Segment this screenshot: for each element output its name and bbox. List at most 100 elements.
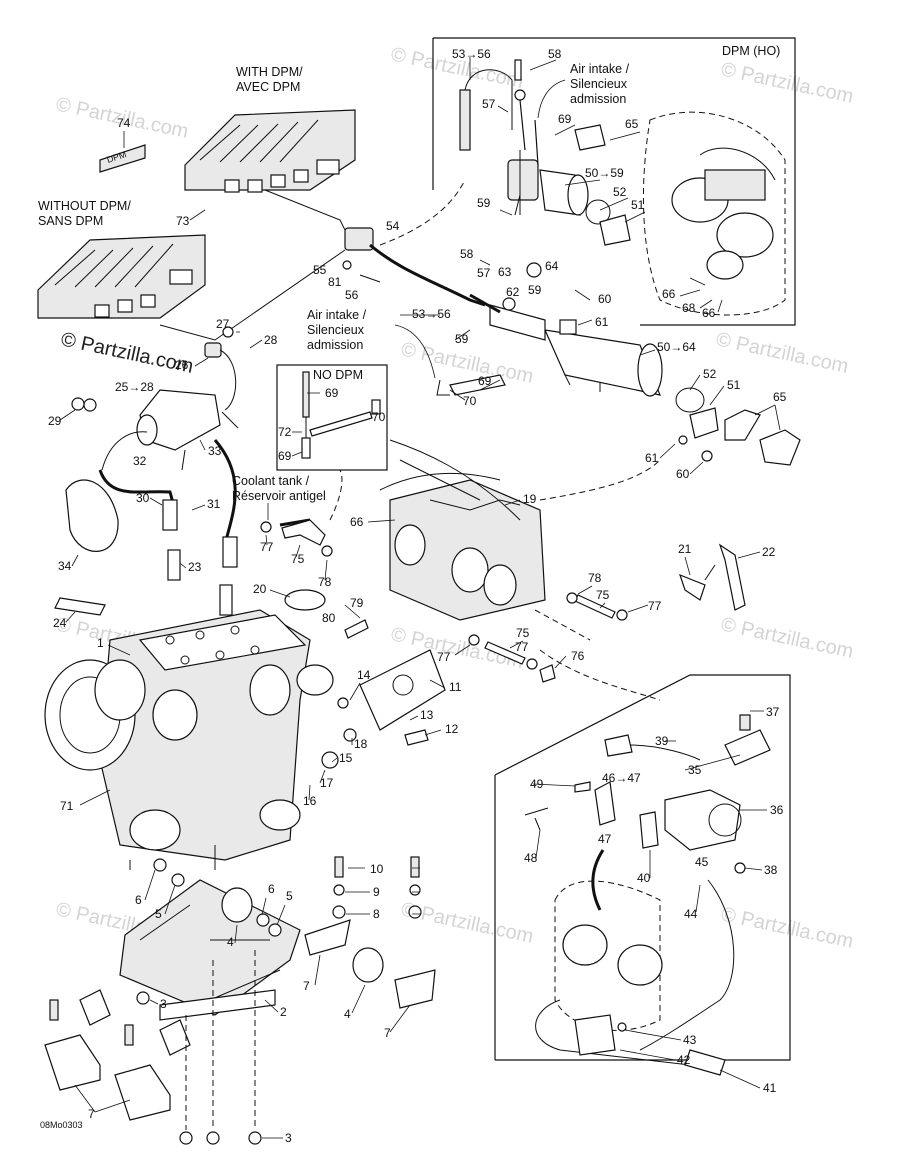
label-77: 77 xyxy=(437,650,451,664)
label-77: 77 xyxy=(260,540,274,554)
air-intake-caption-1: Air intake / xyxy=(570,62,630,76)
label-66: 66 xyxy=(702,306,716,320)
label-34: 34 xyxy=(58,559,72,573)
label-41: 41 xyxy=(763,1081,777,1095)
label-57: 57 xyxy=(482,97,496,111)
carburetors: 19 66 xyxy=(279,439,661,701)
engine-mounts: 6 5 6 5 4 4 7 7 7 2 3 3 10 9 8 xyxy=(44,856,436,1145)
label-14: 14 xyxy=(357,668,371,682)
label-73: 73 xyxy=(176,214,190,228)
label-65: 65 xyxy=(773,390,787,404)
label-79: 79 xyxy=(350,596,364,610)
label-45: 45 xyxy=(695,855,709,869)
label-5: 5 xyxy=(286,889,293,903)
label-75: 75 xyxy=(516,626,530,640)
label-15: 15 xyxy=(339,751,353,765)
label-9: 9 xyxy=(373,885,380,899)
label-4: 4 xyxy=(227,935,234,949)
ecu-with-dpm: WITH DPM/ AVEC DPM xyxy=(184,65,356,193)
label-48: 48 xyxy=(524,851,538,865)
label-78: 78 xyxy=(588,571,602,585)
label-69: 69 xyxy=(558,112,572,126)
coolant-hoses: Coolant tank / Réservoir antigel 77 75 7… xyxy=(232,474,662,683)
label-40: 40 xyxy=(637,871,651,885)
label-38: 38 xyxy=(764,863,778,877)
coolant-caption-2: Réservoir antigel xyxy=(232,489,326,503)
label-62: 62 xyxy=(506,285,520,299)
label-50: 50→59 xyxy=(585,166,624,180)
label-51: 51 xyxy=(631,198,645,212)
engine-block: 1 71 xyxy=(44,549,311,870)
dpm-ho-inset: DPM (HO) 53→56 58 57 69 65 50→59 52 51 5… xyxy=(432,37,796,326)
label-69: 69 xyxy=(325,386,339,400)
label-56: 56 xyxy=(345,288,359,302)
label-44: 44 xyxy=(684,907,698,921)
label-68: 68 xyxy=(682,301,696,315)
watermark: © Partzilla.com xyxy=(399,898,535,948)
air-intake-mid-2: Silencieux xyxy=(307,323,365,337)
label-26: 26 xyxy=(175,358,189,372)
ecu-without-dpm: WITHOUT DPM/ SANS DPM xyxy=(37,199,206,319)
label-21: 21 xyxy=(678,542,692,556)
label-35: 35 xyxy=(688,763,702,777)
label-27: 27 xyxy=(216,317,230,331)
label-20: 20 xyxy=(253,582,267,596)
label-63: 63 xyxy=(498,265,512,279)
watermark: © Partzilla.com xyxy=(719,613,855,663)
label-61: 61 xyxy=(595,315,609,329)
label-77: 77 xyxy=(515,640,529,654)
label-46-47: 46→47 xyxy=(602,771,641,785)
label-12: 12 xyxy=(445,722,459,736)
label-66: 66 xyxy=(350,515,364,529)
watermark: © Partzilla.com xyxy=(714,328,850,378)
label-36: 36 xyxy=(770,803,784,817)
label-52: 52 xyxy=(613,185,627,199)
label-75: 75 xyxy=(596,588,610,602)
decal-74: DPM 74 xyxy=(99,116,146,173)
label-17: 17 xyxy=(320,776,334,790)
label-16: 16 xyxy=(303,794,317,808)
air-intake-caption-2: Silencieux xyxy=(570,77,628,91)
label-80: 80 xyxy=(322,611,336,625)
label-59: 59 xyxy=(455,332,469,346)
label-28: 28 xyxy=(264,333,278,347)
label-70: 70 xyxy=(463,394,477,408)
label-7: 7 xyxy=(88,1107,95,1121)
label-57: 57 xyxy=(477,266,491,280)
label-7: 7 xyxy=(384,1026,391,1040)
air-intake-mid-3: admission xyxy=(307,338,363,352)
label-52: 52 xyxy=(703,367,717,381)
label-59: 59 xyxy=(477,196,491,210)
watermark: © Partzilla.com xyxy=(719,903,855,953)
label-78: 78 xyxy=(318,575,332,589)
watermark: © Partzilla.com xyxy=(719,58,855,108)
air-intake-caption-3: admission xyxy=(570,92,626,106)
label-42: 42 xyxy=(677,1053,691,1067)
with-dpm-caption-1: WITH DPM/ xyxy=(236,65,303,79)
with-dpm-caption-2: AVEC DPM xyxy=(236,80,300,94)
label-60: 60 xyxy=(676,467,690,481)
label-66: 66 xyxy=(662,287,676,301)
label-58: 58 xyxy=(460,247,474,261)
label-60: 60 xyxy=(598,292,612,306)
label-39: 39 xyxy=(655,734,669,748)
label-53: 53→56 xyxy=(412,307,451,321)
label-11: 11 xyxy=(449,680,462,694)
label-50: 50→64 xyxy=(657,340,696,354)
label-77: 77 xyxy=(648,599,662,613)
label-69: 69 xyxy=(278,449,292,463)
label-6: 6 xyxy=(135,893,142,907)
label-4: 4 xyxy=(344,1007,351,1021)
label-24: 24 xyxy=(53,616,67,630)
label-72: 72 xyxy=(278,425,292,439)
label-47: 47 xyxy=(598,832,612,846)
label-61: 61 xyxy=(645,451,659,465)
drawing-code: 08Mo0303 xyxy=(40,1120,83,1130)
label-74: 74 xyxy=(117,116,131,130)
label-76: 76 xyxy=(571,649,585,663)
label-58: 58 xyxy=(548,47,562,61)
label-8: 8 xyxy=(373,907,380,921)
injection-inset: 37 39 35 36 38 46→47 49 47 48 40 45 44 4… xyxy=(494,674,791,1095)
brackets-21-22: 21 22 xyxy=(678,542,776,611)
